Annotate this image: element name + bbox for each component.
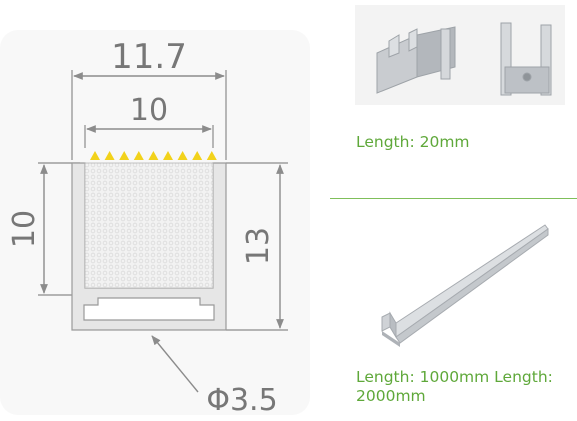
led-chip-row <box>90 151 217 160</box>
extension-lines <box>38 70 288 331</box>
profile-length-label: Length: 1000mm Length: 2000mm <box>356 368 553 405</box>
led-chip <box>133 151 144 160</box>
dim-outer-height-text: 13 <box>241 227 276 265</box>
section-divider <box>330 198 577 199</box>
dim-inner-width-text: 10 <box>130 93 168 128</box>
led-chip <box>119 151 130 160</box>
led-chip <box>192 151 203 160</box>
diffuser-fill <box>84 162 214 289</box>
mounting-clips-photo <box>355 5 565 105</box>
led-chip <box>104 151 115 160</box>
led-chip <box>148 151 159 160</box>
clip-groove <box>83 297 215 321</box>
aluminium-profile-photo <box>360 205 575 355</box>
led-chip <box>90 151 100 160</box>
profile-cross-section-drawing: 11.7 10 10 13 Φ3.5 <box>7 37 288 418</box>
dim-inner-height-text: 10 <box>7 210 42 248</box>
mounting-clips-illustration <box>376 22 552 96</box>
clip-length-label: Length: 20mm <box>356 133 470 151</box>
led-chip <box>177 151 188 160</box>
led-chip <box>206 151 217 160</box>
aluminium-profile-illustration <box>381 224 549 347</box>
dim-diameter-text: Φ3.5 <box>206 383 277 418</box>
dim-diameter-leader <box>151 335 199 393</box>
dim-outer-width-text: 11.7 <box>111 37 187 77</box>
led-chip <box>163 151 173 160</box>
